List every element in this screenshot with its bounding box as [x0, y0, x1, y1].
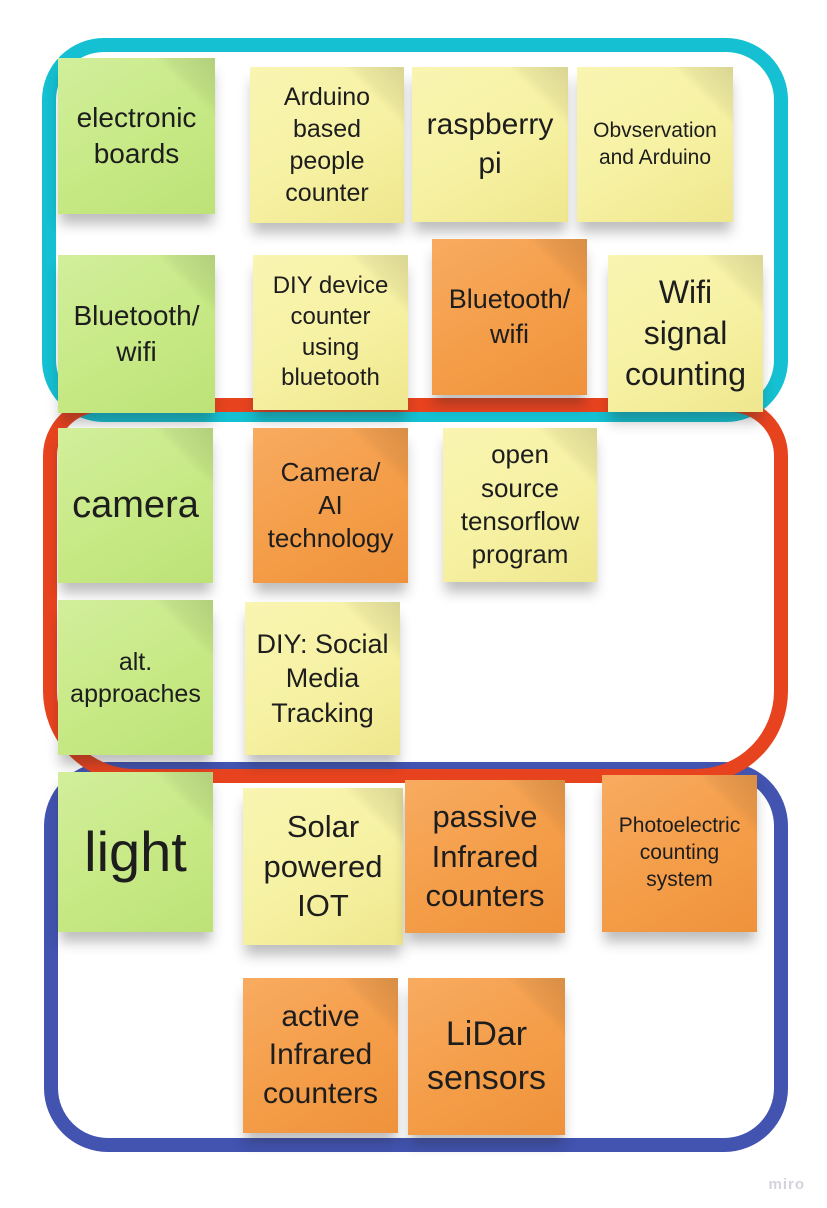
sticky-note-camera-ai-technology[interactable]: Camera/ AI technology: [253, 428, 408, 583]
sticky-note-obvservation-arduino[interactable]: Obvservation and Arduino: [577, 67, 733, 222]
sticky-note-electronic-boards[interactable]: electronic boards: [58, 58, 215, 214]
miro-logo: miro: [768, 1176, 805, 1193]
frame-camera-group[interactable]: [43, 398, 788, 783]
sticky-note-alt-approaches[interactable]: alt. approaches: [58, 600, 213, 755]
sticky-note-diy-social-media-tracking[interactable]: DIY: Social Media Tracking: [245, 602, 400, 755]
sticky-note-wifi-signal-counting[interactable]: Wifi signal counting: [608, 255, 763, 412]
sticky-note-active-infrared-counters[interactable]: active Infrared counters: [243, 978, 398, 1133]
sticky-note-light[interactable]: light: [58, 772, 213, 932]
sticky-note-camera[interactable]: camera: [58, 428, 213, 583]
sticky-note-diy-device-counter[interactable]: DIY device counter using bluetooth: [253, 255, 408, 410]
sticky-note-solar-powered-iot[interactable]: Solar powered IOT: [243, 788, 403, 945]
sticky-note-bluetooth-wifi-orange[interactable]: Bluetooth/ wifi: [432, 239, 587, 395]
sticky-note-bluetooth-wifi-green[interactable]: Bluetooth/ wifi: [58, 255, 215, 413]
sticky-note-raspberry-pi[interactable]: raspberry pi: [412, 67, 568, 222]
sticky-note-arduino-people-counter[interactable]: Arduino based people counter: [250, 67, 404, 223]
sticky-note-passive-infrared-counters[interactable]: passive Infrared counters: [405, 780, 565, 933]
sticky-note-photoelectric-counting-system[interactable]: Photoelectric counting system: [602, 775, 757, 932]
sticky-note-lidar-sensors[interactable]: LiDar sensors: [408, 978, 565, 1135]
sticky-note-open-source-tensorflow[interactable]: open source tensorflow program: [443, 428, 597, 582]
